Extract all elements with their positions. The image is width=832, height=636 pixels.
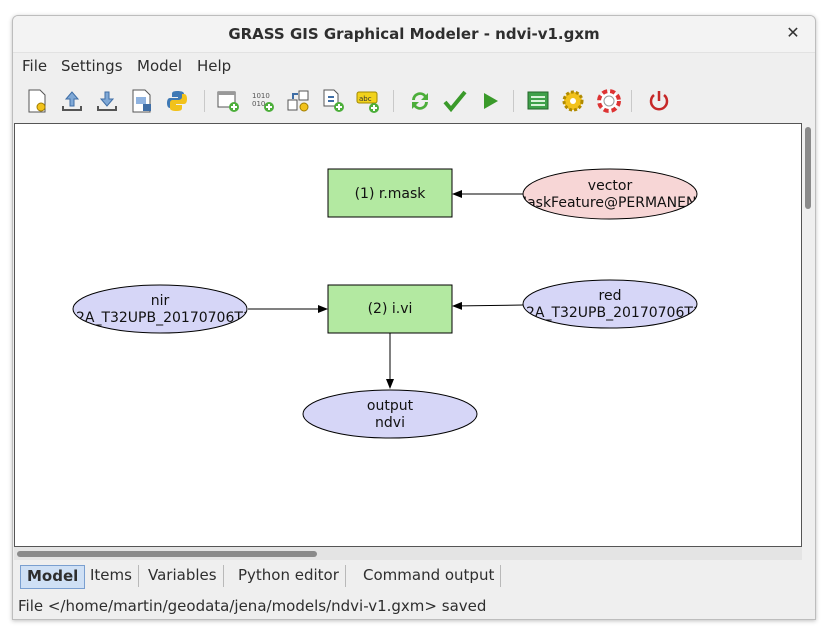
data-red-name: red bbox=[599, 288, 622, 304]
action-ivi-label: (2) i.vi bbox=[368, 301, 413, 317]
toolbar-separator bbox=[204, 90, 205, 112]
horizontal-scroll-thumb[interactable] bbox=[17, 551, 317, 557]
quit-icon[interactable] bbox=[645, 87, 673, 115]
tab-command-output[interactable]: Command output bbox=[357, 565, 502, 587]
data-output-ellipse bbox=[302, 389, 478, 439]
modeler-window: GRASS GIS Graphical Modeler - ndvi-v1.gx… bbox=[12, 15, 816, 620]
data-red[interactable]: red L2A_T32UPB_20170706T1 bbox=[518, 279, 702, 329]
toolbar-separator bbox=[393, 90, 394, 112]
svg-text:abc: abc bbox=[359, 95, 372, 103]
data-nir-name: nir bbox=[151, 293, 170, 309]
data-output-name: output bbox=[367, 398, 414, 414]
save-model-icon[interactable] bbox=[93, 87, 121, 115]
toolbar-separator bbox=[513, 90, 514, 112]
menu-settings[interactable]: Settings bbox=[61, 57, 123, 75]
action-ivi-box bbox=[327, 284, 453, 334]
action-rmask[interactable]: (1) r.mask bbox=[327, 168, 453, 218]
svg-text:1010: 1010 bbox=[252, 92, 270, 100]
new-model-icon[interactable] bbox=[23, 87, 51, 115]
export-python-icon[interactable] bbox=[163, 87, 191, 115]
data-output[interactable]: output ndvi bbox=[302, 389, 478, 439]
tab-variables[interactable]: Variables bbox=[142, 565, 224, 587]
toolbar-separator bbox=[631, 90, 632, 112]
horizontal-scrollbar[interactable] bbox=[14, 547, 802, 560]
relation-red-ivi bbox=[452, 301, 524, 310]
redraw-icon[interactable] bbox=[406, 87, 434, 115]
data-vector-name: vector bbox=[588, 178, 633, 194]
tab-items[interactable]: Items bbox=[84, 565, 139, 587]
data-red-value: L2A_T32UPB_20170706T1 bbox=[518, 305, 702, 321]
data-nir-value: L2A_T32UPB_20170706T1 bbox=[68, 310, 252, 326]
svg-text:010: 010 bbox=[252, 100, 265, 108]
settings-icon[interactable] bbox=[559, 87, 587, 115]
add-comment-icon[interactable]: abc bbox=[354, 87, 382, 115]
export-image-icon[interactable] bbox=[128, 87, 156, 115]
tab-model[interactable]: Model bbox=[20, 565, 86, 589]
data-nir[interactable]: nir L2A_T32UPB_20170706T1 bbox=[68, 284, 252, 334]
menu-model[interactable]: Model bbox=[137, 57, 183, 75]
menu-file[interactable]: File bbox=[22, 57, 48, 75]
data-red-ellipse bbox=[522, 279, 698, 329]
vertical-scrollbar[interactable] bbox=[802, 123, 814, 547]
model-canvas[interactable]: (1) r.mask (2) i.vi vector MaskFeature@P… bbox=[14, 123, 802, 547]
action-ivi[interactable]: (2) i.vi bbox=[327, 284, 453, 334]
action-rmask-box bbox=[327, 168, 453, 218]
data-vector[interactable]: vector MaskFeature@PERMANENT bbox=[515, 168, 705, 220]
window-title: GRASS GIS Graphical Modeler - ndvi-v1.gx… bbox=[228, 25, 600, 43]
add-command-icon[interactable] bbox=[214, 87, 242, 115]
open-model-icon[interactable] bbox=[58, 87, 86, 115]
variables-icon[interactable] bbox=[524, 87, 552, 115]
model-diagram: (1) r.mask (2) i.vi vector MaskFeature@P… bbox=[68, 168, 705, 439]
vertical-scroll-thumb[interactable] bbox=[805, 127, 811, 209]
menu-help[interactable]: Help bbox=[197, 57, 232, 75]
data-output-value: ndvi bbox=[375, 415, 405, 431]
validate-icon[interactable] bbox=[441, 87, 469, 115]
notebook-tabs: Model Items Variables Python editor Comm… bbox=[13, 561, 815, 591]
data-vector-ellipse bbox=[522, 168, 698, 220]
tab-python-editor[interactable]: Python editor bbox=[232, 565, 346, 587]
status-bar: File </home/martin/geodata/jena/models/n… bbox=[18, 597, 487, 615]
action-rmask-label: (1) r.mask bbox=[355, 186, 427, 202]
help-icon[interactable] bbox=[595, 87, 623, 115]
data-nir-ellipse bbox=[72, 284, 248, 334]
add-loop-icon[interactable] bbox=[319, 87, 347, 115]
add-relation-icon[interactable] bbox=[284, 87, 312, 115]
title-bar: GRASS GIS Graphical Modeler - ndvi-v1.gx… bbox=[13, 16, 815, 53]
menu-bar: File Settings Model Help bbox=[13, 53, 815, 79]
close-icon[interactable]: ✕ bbox=[786, 23, 800, 42]
run-icon[interactable] bbox=[476, 87, 504, 115]
data-vector-value: MaskFeature@PERMANENT bbox=[515, 195, 705, 211]
